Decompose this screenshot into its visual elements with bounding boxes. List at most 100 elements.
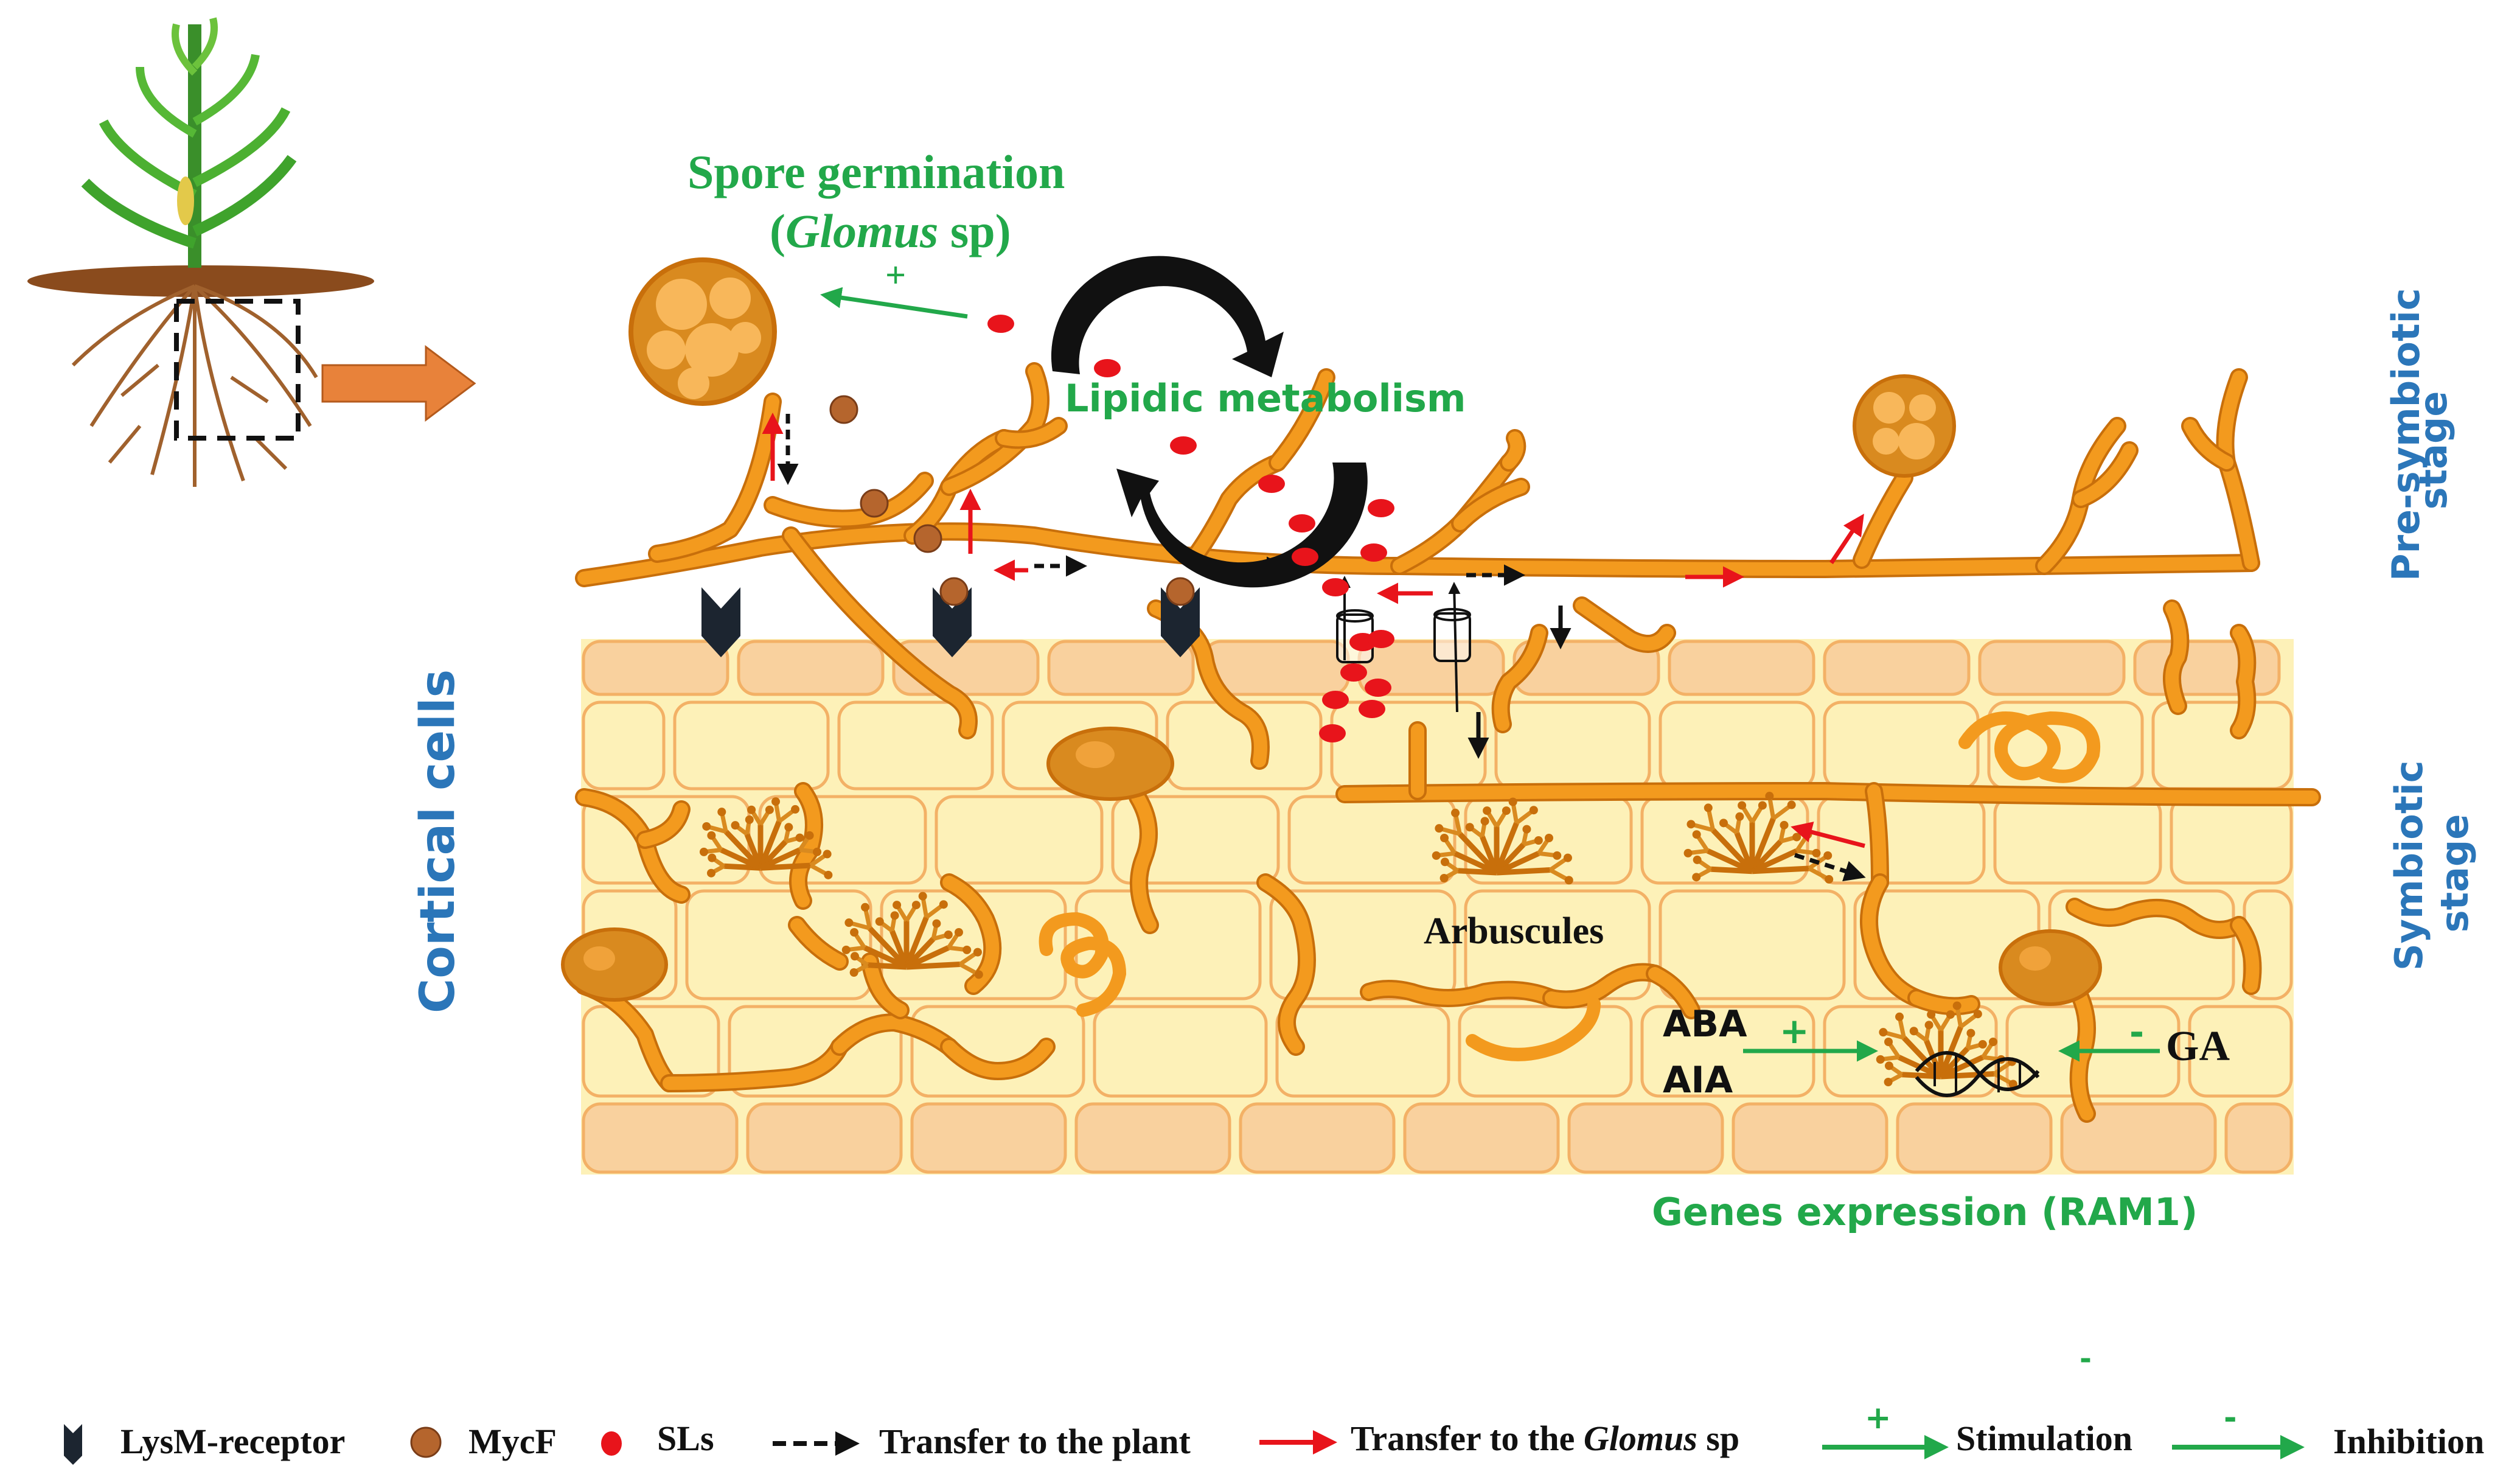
legend-transfer-glomus-suffix: sp: [1697, 1419, 1740, 1458]
cortical-cell: [935, 795, 1104, 885]
arbuscule-branch: [1711, 828, 1755, 873]
arbuscule-branch: [1940, 1071, 1995, 1080]
arbuscule-tip: [1451, 808, 1460, 817]
cortical-cell: [837, 700, 994, 791]
hypha: [1393, 456, 1516, 573]
arbuscule-tip: [708, 853, 717, 862]
arbuscule-tip: [1440, 834, 1449, 843]
arbuscules-label: Arbuscules: [1424, 910, 1604, 952]
cortical-cell: [1074, 1102, 1231, 1174]
arbuscule: [699, 797, 833, 879]
arbuscule-tip: [932, 919, 941, 928]
dna-helix-icon: [1915, 1051, 2040, 1097]
arbuscule-tip: [699, 847, 708, 856]
sl-dot-icon: [1322, 691, 1349, 709]
arbuscule-tip: [1973, 1010, 1982, 1019]
arbuscule-tip: [1780, 820, 1789, 829]
arbuscule-tip: [1553, 851, 1562, 860]
hypha: [942, 1040, 1053, 1078]
arbuscule-tip: [1683, 848, 1693, 857]
arbuscule-branch: [723, 829, 763, 870]
arbuscule-tip: [1884, 1078, 1893, 1087]
cortical-cells-label: Cortical cells: [411, 669, 465, 1013]
arbuscule-tip: [1432, 851, 1441, 860]
legend-transfer-glomus-label: Transfer to the Glomus sp: [1351, 1418, 1739, 1459]
symbiotic-label-line2: stage: [2432, 814, 2477, 933]
sl-dot-icon: [1170, 436, 1197, 455]
arbuscule-tip: [771, 797, 781, 806]
aia-label: AIA: [1663, 1059, 1733, 1102]
arbuscule: [841, 892, 983, 979]
legend-lysm-icon: [64, 1424, 82, 1465]
arbuscule-tip: [911, 901, 921, 910]
arbuscule-tip: [841, 945, 851, 954]
symbiotic-label-line1: Symbiotic: [2387, 760, 2431, 971]
arbuscule-branch: [1940, 1055, 1984, 1080]
arbuscule-tip: [1884, 1061, 1893, 1070]
hypha: [1855, 471, 1911, 567]
arbuscule-tip: [805, 831, 814, 840]
spore-paren: (: [770, 204, 785, 257]
arbuscule-tip: [1823, 851, 1833, 860]
cortical-cell: [2133, 640, 2281, 696]
spore-germination-title: Spore germination: [687, 145, 1065, 198]
arbuscule-branch: [1496, 867, 1551, 876]
cortical-cell: [1732, 1102, 1888, 1174]
spore-germination-subtitle: (Glomus sp): [770, 204, 1011, 259]
arbuscule-tip: [1988, 1038, 1997, 1047]
cortical-cell: [1494, 700, 1651, 791]
hypha: [833, 1016, 956, 1053]
stimulation-arrows: [820, 287, 2160, 1062]
cortical-cell: [2151, 700, 2293, 791]
hypha: [2068, 900, 2246, 937]
arbuscule-tip: [1502, 806, 1511, 815]
mycf-dot-icon: [939, 577, 969, 606]
cortical-cell: [1659, 700, 1815, 791]
arbuscule-branch: [903, 916, 929, 968]
hypha: [638, 803, 688, 847]
hypha: [863, 955, 907, 1017]
sl-dot-icon: [1292, 548, 1318, 566]
mycf-dot-icon: [1166, 577, 1195, 606]
arbuscule-tip: [1704, 803, 1713, 812]
arbuscule-tip: [974, 970, 983, 979]
cortical-cell: [1275, 1005, 1450, 1098]
legend-transfer-glomus-genus: Glomus: [1583, 1419, 1697, 1458]
arbuscule-tip: [1765, 792, 1774, 801]
arbuscule-branch: [1494, 822, 1519, 874]
arbuscule-tip: [939, 900, 948, 909]
arbuscule-branch: [905, 945, 950, 970]
arbuscule-tip: [849, 968, 858, 977]
lysm-receptor-group: [701, 587, 1200, 657]
arbuscule-tip: [850, 952, 859, 961]
cortical-cell: [582, 640, 729, 696]
legend-mycf-label: MycF: [468, 1422, 557, 1461]
arbuscule-branch: [1749, 817, 1776, 873]
arbuscule-tip: [1924, 1021, 1934, 1030]
cortical-cell: [2170, 795, 2293, 885]
arbuscule-tip: [1686, 820, 1696, 829]
arbuscule-tip: [1952, 1001, 1961, 1010]
hypha: [1502, 431, 1524, 469]
arbuscule-tip: [2008, 1080, 2017, 1089]
arbuscule: [1432, 797, 1573, 885]
arbuscule-tip: [890, 911, 899, 920]
lysm-receptor-icon: [933, 587, 972, 657]
cortical-cell: [582, 1102, 739, 1174]
hypha: [1867, 784, 1887, 889]
mycf-dot-group: [829, 395, 1195, 606]
arbuscule-tip: [1909, 1027, 1918, 1036]
arbuscule-tip: [1946, 1010, 1955, 1019]
arbuscule-tip: [823, 850, 832, 859]
arbuscule-tip: [1440, 857, 1449, 867]
arbuscule-tip: [1692, 830, 1701, 839]
arbuscule-tip: [1966, 1028, 1975, 1038]
transfer-arrows: [762, 413, 1866, 882]
spore-stimulation-plus: +: [885, 255, 907, 295]
spore-genus: Glomus: [785, 204, 939, 257]
cortical-cell: [1403, 1102, 1560, 1174]
arbuscule-tip: [731, 821, 740, 830]
cortical-cell: [1659, 889, 1846, 1000]
hypha: [1575, 599, 1674, 651]
hypha: [997, 419, 1065, 447]
